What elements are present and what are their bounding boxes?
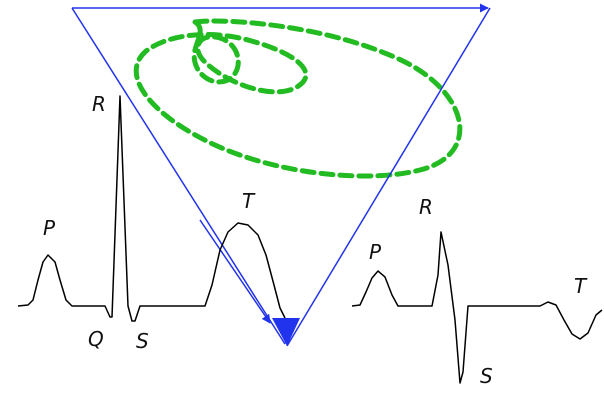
- triangle-right-edge: [286, 7, 491, 347]
- ecg-waveform-right: [351, 231, 603, 384]
- ecg-waveform-left: [17, 95, 286, 322]
- label-right-t: T: [574, 274, 588, 298]
- label-left-s: S: [136, 329, 149, 353]
- triangle-bottom-arrowhead: [272, 318, 300, 346]
- label-left-r: R: [92, 92, 106, 116]
- triangle-left-edge: [71, 7, 286, 345]
- label-left-p: P: [43, 216, 56, 240]
- label-left-q: Q: [88, 327, 104, 351]
- mid-arrow: [199, 219, 271, 324]
- label-right-s: S: [480, 364, 493, 388]
- label-right-p: P: [369, 240, 382, 264]
- label-right-r: R: [419, 195, 433, 219]
- label-left-t: T: [242, 189, 256, 213]
- vector-loop: [133, 18, 463, 179]
